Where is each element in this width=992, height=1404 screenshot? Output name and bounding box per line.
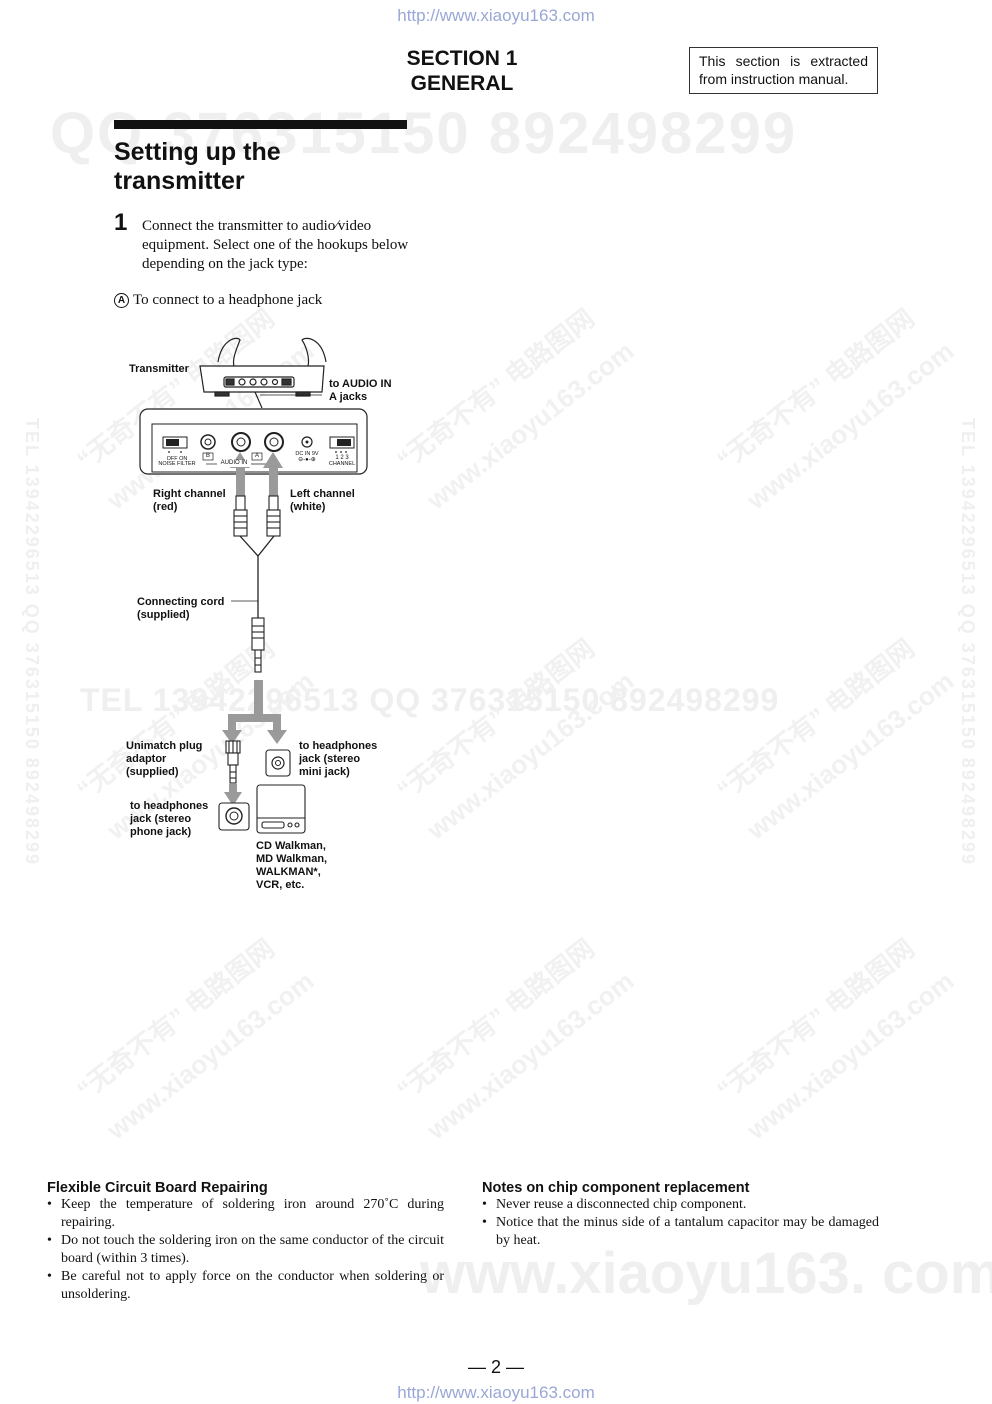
panel-dc-in-label: DC IN 9V bbox=[295, 451, 319, 457]
panel-audio-in-label: AUDIO IN bbox=[217, 460, 251, 467]
label-devices: CD Walkman, MD Walkman, WALKMAN*, VCR, e… bbox=[256, 840, 328, 891]
section-title: GENERAL bbox=[410, 72, 514, 95]
label-unimatch: Unimatch plug adaptor (supplied) bbox=[126, 740, 203, 778]
heading-rule bbox=[114, 120, 407, 129]
list-item: Do not touch the soldering iron on the s… bbox=[47, 1232, 444, 1268]
hookup-option-a: A To connect to a headphone jack bbox=[114, 291, 322, 310]
panel-noise-filter-label: NOISE FILTER bbox=[158, 461, 196, 467]
phone-jack-arrow bbox=[224, 784, 242, 806]
page-number: — 2 — bbox=[467, 1357, 524, 1377]
notes-right-list: Never reuse a disconnected chip componen… bbox=[482, 1196, 879, 1250]
split-arrows bbox=[222, 680, 287, 744]
transmitter-back-panel bbox=[139, 408, 368, 475]
list-item: Notice that the minus side of a tantalum… bbox=[482, 1214, 879, 1250]
notes-right-title: Notes on chip component replacement bbox=[482, 1180, 750, 1196]
page-heading: Setting up the transmitter bbox=[114, 138, 281, 195]
option-letter-badge: A bbox=[114, 293, 129, 308]
label-headphones-mini: to headphones jack (stereo mini jack) bbox=[299, 740, 378, 778]
mini-jack-icon bbox=[265, 749, 291, 777]
panel-channel-numbers: 1 2 3 bbox=[335, 455, 349, 461]
section-number: SECTION 1 bbox=[406, 47, 518, 70]
list-item: Be careful not to apply force on the con… bbox=[47, 1268, 444, 1304]
label-connecting-cord: Connecting cord (supplied) bbox=[137, 596, 225, 621]
notes-left-title: Flexible Circuit Board Repairing bbox=[47, 1180, 268, 1196]
label-left-channel: Left channel (white) bbox=[290, 488, 355, 513]
notes-chip-replacement: Notes on chip component replacement Neve… bbox=[482, 1180, 879, 1250]
extract-note-box: This section is extracted from instructi… bbox=[689, 47, 878, 94]
step-instruction: Connect the transmitter to audio∕video e… bbox=[142, 218, 409, 272]
list-item: Keep the temperature of soldering iron a… bbox=[47, 1196, 444, 1232]
label-headphones-phone: to headphones jack (stereo phone jack) bbox=[130, 800, 209, 838]
unimatch-adaptor bbox=[225, 740, 241, 784]
notes-flexible-circuit: Flexible Circuit Board Repairing Keep th… bbox=[47, 1180, 444, 1304]
option-a-text: To connect to a headphone jack bbox=[133, 292, 323, 308]
top-url-link[interactable]: http://www.xiaoyu163.com bbox=[397, 6, 595, 25]
list-item: Never reuse a disconnected chip componen… bbox=[482, 1196, 879, 1214]
label-right-channel: Right channel (red) bbox=[153, 488, 226, 513]
transmitter-illustration bbox=[199, 337, 327, 409]
panel-b-label: B bbox=[205, 453, 210, 459]
panel-dc-polarity-icon: ⊖-●-⊕ bbox=[298, 457, 316, 463]
notes-left-list: Keep the temperature of soldering iron a… bbox=[47, 1196, 444, 1304]
panel-channel-label: CHANNEL bbox=[328, 461, 356, 467]
walkman-device-icon bbox=[256, 784, 306, 834]
label-to-audio-in: to AUDIO IN A jacks bbox=[329, 378, 392, 403]
bottom-url-link[interactable]: http://www.xiaoyu163.com bbox=[397, 1383, 595, 1402]
panel-a-label: A bbox=[254, 453, 259, 459]
mini-plug bbox=[251, 617, 265, 673]
panel-off-on-label: OFF ON bbox=[166, 456, 188, 462]
phone-jack-icon bbox=[218, 802, 250, 831]
step-number: 1 bbox=[114, 209, 128, 236]
connecting-cord bbox=[231, 535, 275, 618]
rca-plugs bbox=[233, 495, 281, 537]
label-transmitter: Transmitter bbox=[129, 363, 189, 375]
